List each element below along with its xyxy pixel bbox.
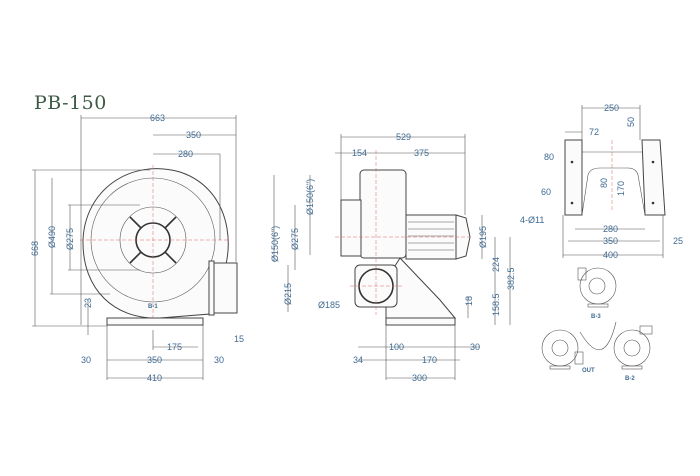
label-b3: B-3 <box>591 314 601 320</box>
dim-410: 410 <box>147 373 162 383</box>
dim-side-d150: Ø150(6") <box>305 179 315 215</box>
dim-d150: Ø150(6") <box>270 226 280 262</box>
dim-350: 350 <box>186 130 201 140</box>
model-title: PB-150 <box>34 92 107 114</box>
dim-72: 72 <box>589 127 599 137</box>
label-b2: B-2 <box>625 376 635 382</box>
dim-529: 529 <box>396 132 411 142</box>
dim-158-5: 158.5 <box>491 293 501 316</box>
label-out: OUT <box>582 368 595 374</box>
dim-50: 50 <box>626 117 636 127</box>
dim-350-base: 350 <box>147 355 162 365</box>
side-view: 529 154 375 Ø150(6") Ø275 Ø185 Ø195 224 … <box>290 132 516 383</box>
dim-base-280: 280 <box>603 224 618 234</box>
dim-224: 224 <box>491 257 501 272</box>
dim-side-30: 30 <box>470 342 480 352</box>
dim-15: 15 <box>234 334 244 344</box>
dim-18: 18 <box>464 296 474 306</box>
dim-250: 250 <box>604 103 619 113</box>
dim-side-d275: Ø275 <box>290 228 300 250</box>
dim-d195: Ø195 <box>478 226 488 248</box>
dim-80-center: 80 <box>599 178 609 188</box>
dim-663: 663 <box>150 113 165 123</box>
dim-d490: Ø490 <box>47 226 57 248</box>
dim-375: 375 <box>414 148 429 158</box>
dim-30-right: 30 <box>214 355 224 365</box>
dim-d185: Ø185 <box>318 300 340 310</box>
front-view: B-1 663 350 280 668 Ø490 Ø275 23 Ø150(6"… <box>30 113 293 383</box>
dim-d275: Ø275 <box>65 228 75 250</box>
view-mark: B-1 <box>148 304 158 310</box>
dim-382-5: 382.5 <box>506 267 516 290</box>
dim-base-170: 170 <box>616 181 626 196</box>
dim-34: 34 <box>353 355 363 365</box>
holes-label: 4-Ø11 <box>520 215 544 225</box>
dim-side-170: 170 <box>422 355 437 365</box>
dim-100: 100 <box>389 342 404 352</box>
dim-23: 23 <box>83 298 93 308</box>
dim-400: 400 <box>603 250 618 260</box>
orientation-views: B-3 OUT B-2 <box>541 267 653 382</box>
dim-60: 60 <box>541 187 551 197</box>
dim-300: 300 <box>412 373 427 383</box>
dim-668: 668 <box>30 241 40 256</box>
motor-fins <box>408 221 454 251</box>
dim-base-350: 350 <box>603 236 618 246</box>
dim-175: 175 <box>167 342 182 352</box>
dim-25: 25 <box>673 236 683 246</box>
dim-d215: Ø215 <box>283 283 293 305</box>
dim-280: 280 <box>178 149 193 159</box>
dim-154: 154 <box>352 148 367 158</box>
base-plan-view: 250 50 72 80 60 80 170 4-Ø11 280 350 25 … <box>520 103 683 260</box>
dim-30-left: 30 <box>81 355 91 365</box>
dim-80-left: 80 <box>544 152 554 162</box>
